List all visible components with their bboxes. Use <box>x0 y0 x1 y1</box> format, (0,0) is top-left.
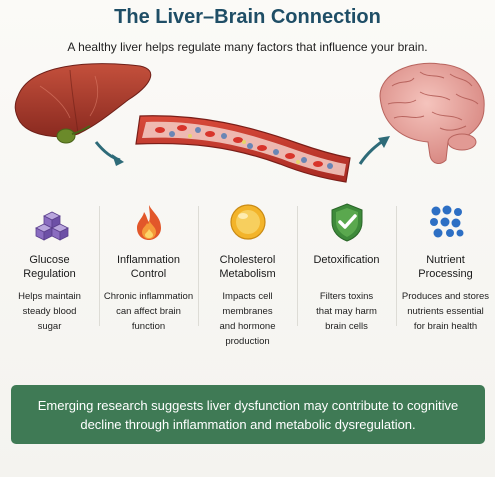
shield-check-icon <box>331 203 363 242</box>
factor-description: Produces and stores nutrients essential … <box>401 291 490 332</box>
factor-cholesterol-metabolism: Cholesterol Metabolism Impacts cell memb… <box>198 198 297 347</box>
nutrient-dots-icon <box>430 205 464 238</box>
factor-heading: Detoxification <box>313 254 380 266</box>
banner-text-line: decline through inflammation and metabol… <box>80 417 416 432</box>
factor-glucose-regulation: Glucose Regulation Helps maintain steady… <box>0 198 99 338</box>
factor-description: Impacts cell membranes and hormone produ… <box>219 291 276 347</box>
column-divider <box>198 206 199 326</box>
factor-description: Chronic inflammation can affect brain fu… <box>103 291 194 332</box>
factor-detoxification: Detoxification Filters toxins that may h… <box>297 198 396 338</box>
factor-description: Helps maintain steady blood sugar <box>18 291 81 332</box>
column-divider <box>396 206 397 326</box>
factor-inflammation-control: Inflammation Control Chronic inflammatio… <box>99 198 198 338</box>
banner-text-line: Emerging research suggests liver dysfunc… <box>37 398 459 413</box>
column-divider <box>99 206 100 326</box>
factor-heading: Cholesterol Metabolism <box>219 254 276 280</box>
lipid-droplet-icon <box>230 204 266 240</box>
research-banner: Emerging research suggests liver dysfunc… <box>11 385 485 444</box>
column-divider <box>297 206 298 326</box>
arrow-icon <box>94 141 124 166</box>
cubes-icon <box>35 211 69 241</box>
factor-heading: Glucose Regulation <box>23 254 76 280</box>
page-title: The Liver–Brain Connection <box>114 6 381 28</box>
factor-description: Filters toxins that may harm brain cells <box>316 291 377 332</box>
liver-illustration <box>14 63 152 144</box>
flame-icon <box>137 205 161 240</box>
factor-heading: Nutrient Processing <box>418 254 473 280</box>
blood-vessel-illustration <box>135 115 351 183</box>
arrow-icon <box>358 136 390 165</box>
brain-illustration <box>379 62 485 164</box>
factor-heading: Inflammation Control <box>117 254 180 280</box>
factor-nutrient-processing: Nutrient Processing Produces and stores … <box>396 198 495 338</box>
liver-brain-illustration <box>14 62 485 183</box>
page-subtitle: A healthy liver helps regulate many fact… <box>67 40 428 54</box>
